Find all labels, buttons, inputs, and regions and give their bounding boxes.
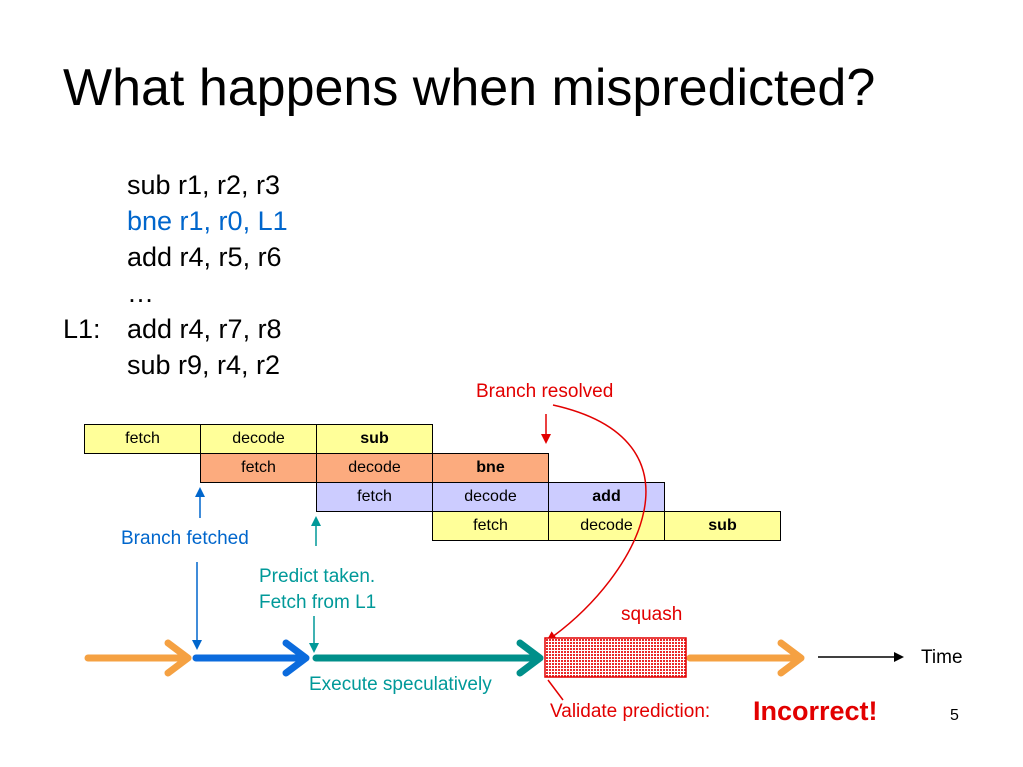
code-line-2-branch: bne r1, r0, L1 <box>127 206 288 236</box>
row1-decode: decode <box>200 424 317 454</box>
code-line-6: sub r9, r4, r2 <box>127 350 281 380</box>
validate-pointer <box>547 679 564 701</box>
code-line-ellipsis: … <box>127 278 154 308</box>
row3-decode: decode <box>432 482 549 512</box>
predict-taken-label: Predict taken. <box>259 566 376 587</box>
branch-resolved-label: Branch resolved <box>476 381 614 402</box>
timeline-segment-3-teal <box>312 639 544 677</box>
timeline-segment-2-blue <box>192 639 310 677</box>
squash-block <box>544 637 687 678</box>
code-line-1: sub r1, r2, r3 <box>127 170 281 200</box>
code-line-3: add r4, r5, r6 <box>127 242 282 272</box>
page-number: 5 <box>950 707 959 724</box>
resolve-to-squash-curve <box>546 404 647 642</box>
code-line-5: add r4, r7, r8 <box>127 314 282 344</box>
slide-title: What happens when mispredicted? <box>63 59 876 117</box>
row2-exec-bne: bne <box>432 453 549 483</box>
row1-fetch: fetch <box>84 424 201 454</box>
timeline-segment-4-orange <box>686 639 805 677</box>
validate-prediction-label: Validate prediction: <box>550 701 711 722</box>
row4-fetch: fetch <box>432 511 549 541</box>
execute-speculatively-label: Execute speculatively <box>309 674 492 695</box>
timeline-segment-1-orange <box>84 639 192 677</box>
row2-decode: decode <box>316 453 433 483</box>
squash-label: squash <box>621 604 683 625</box>
time-label: Time <box>921 647 963 668</box>
branch-fetched-label: Branch fetched <box>121 528 249 549</box>
code-label-L1: L1: <box>63 314 101 344</box>
row3-fetch: fetch <box>316 482 433 512</box>
row1-exec-sub: sub <box>316 424 433 454</box>
row2-fetch: fetch <box>200 453 317 483</box>
fetch-from-L1-label: Fetch from L1 <box>259 592 377 613</box>
incorrect-label: Incorrect! <box>753 696 878 726</box>
row4-exec-sub: sub <box>664 511 781 541</box>
